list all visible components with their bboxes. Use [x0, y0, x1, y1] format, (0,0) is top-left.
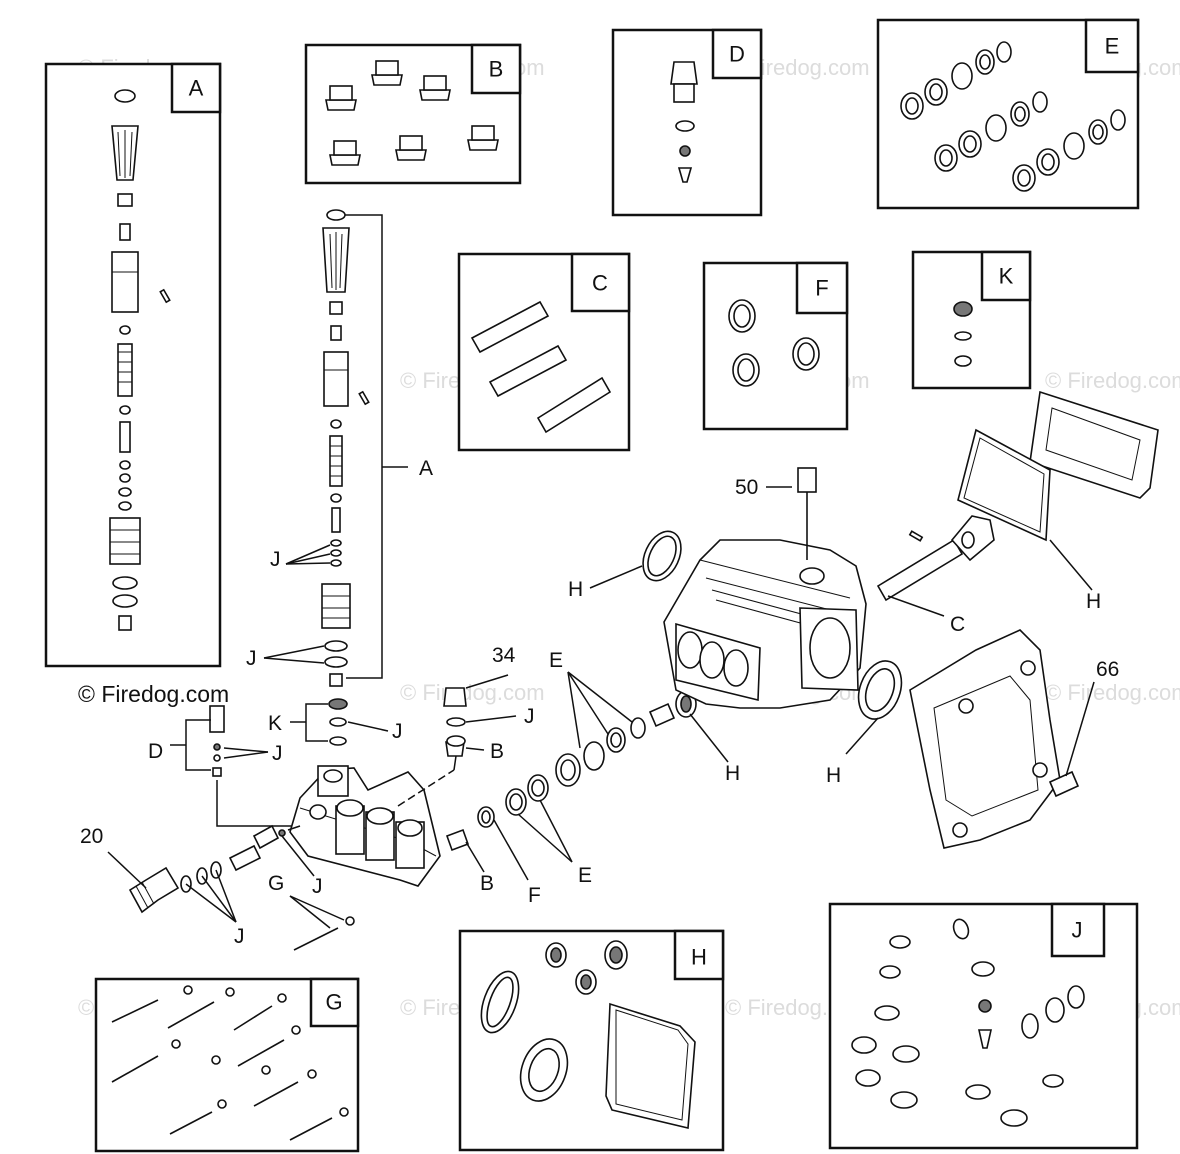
kit-label: A [189, 76, 204, 101]
kit-j-box: J [828, 902, 1139, 1150]
callout-e: E [578, 864, 592, 887]
callout-j: J [272, 742, 283, 765]
inlet-parts [128, 824, 301, 914]
callout-h: H [826, 764, 841, 787]
manifold [289, 755, 457, 887]
kit-f-box: F [702, 261, 849, 431]
kit-label: B [489, 57, 504, 82]
kit-label: E [1105, 34, 1120, 59]
kit-k-box: K [911, 250, 1032, 390]
callout-e: E [549, 649, 563, 672]
callout-d: D [148, 740, 163, 763]
callout-a: A [419, 457, 433, 480]
callout-b: B [490, 740, 504, 763]
plunger-seals [477, 690, 697, 828]
callout-k: K [268, 712, 282, 735]
watermark: © Firedog.com [1045, 368, 1180, 393]
callout-h: H [1086, 590, 1101, 613]
watermark: © Firedog.com [400, 680, 545, 705]
copyright-text: © Firedog.com [78, 681, 229, 707]
callout-h: H [568, 578, 583, 601]
kit-d-box: D [611, 28, 763, 217]
callout-b: B [480, 872, 494, 895]
kit-label: F [815, 276, 828, 301]
kit-label: C [592, 271, 608, 296]
callout-j: J [246, 647, 257, 670]
crankshaft [876, 515, 995, 602]
callout-g: G [268, 872, 284, 895]
callout-j: J [524, 705, 535, 728]
kit-e-box: E [876, 18, 1140, 210]
callout-j: J [312, 875, 323, 898]
callout-j: J [234, 925, 245, 948]
kit-label: D [729, 42, 745, 67]
mounting-flange [909, 629, 1080, 849]
crankcase [642, 467, 903, 720]
relief-valve-stack [321, 209, 408, 746]
callout-labels: 50 34 66 20 A J J K J D J J B E J J G B … [80, 457, 1119, 948]
kit-label: G [325, 990, 342, 1015]
callout-j: J [270, 548, 281, 571]
callout-c: C [950, 613, 965, 636]
callout-66: 66 [1096, 658, 1119, 681]
callout-34: 34 [492, 644, 516, 667]
kit-label: J [1072, 918, 1083, 943]
callout-j: J [392, 720, 403, 743]
callout-20: 20 [80, 825, 103, 848]
kit-g-box: G [94, 977, 360, 1153]
kit-a-box: A [44, 62, 222, 668]
callout-h: H [725, 762, 740, 785]
watermark: © Firedog.com [1045, 680, 1180, 705]
callout-50: 50 [735, 476, 758, 499]
kit-label: K [999, 264, 1014, 289]
kit-h-box: H [458, 929, 725, 1152]
kit-label: H [691, 945, 707, 970]
manifold-bolts [293, 916, 355, 951]
rear-cover-gaskets [957, 390, 1159, 542]
kit-c-box: C [457, 252, 631, 452]
callout-f: F [528, 884, 541, 907]
leader-lines [107, 486, 1095, 929]
kit-b-box: B [304, 43, 522, 185]
check-valve-group [443, 687, 470, 852]
